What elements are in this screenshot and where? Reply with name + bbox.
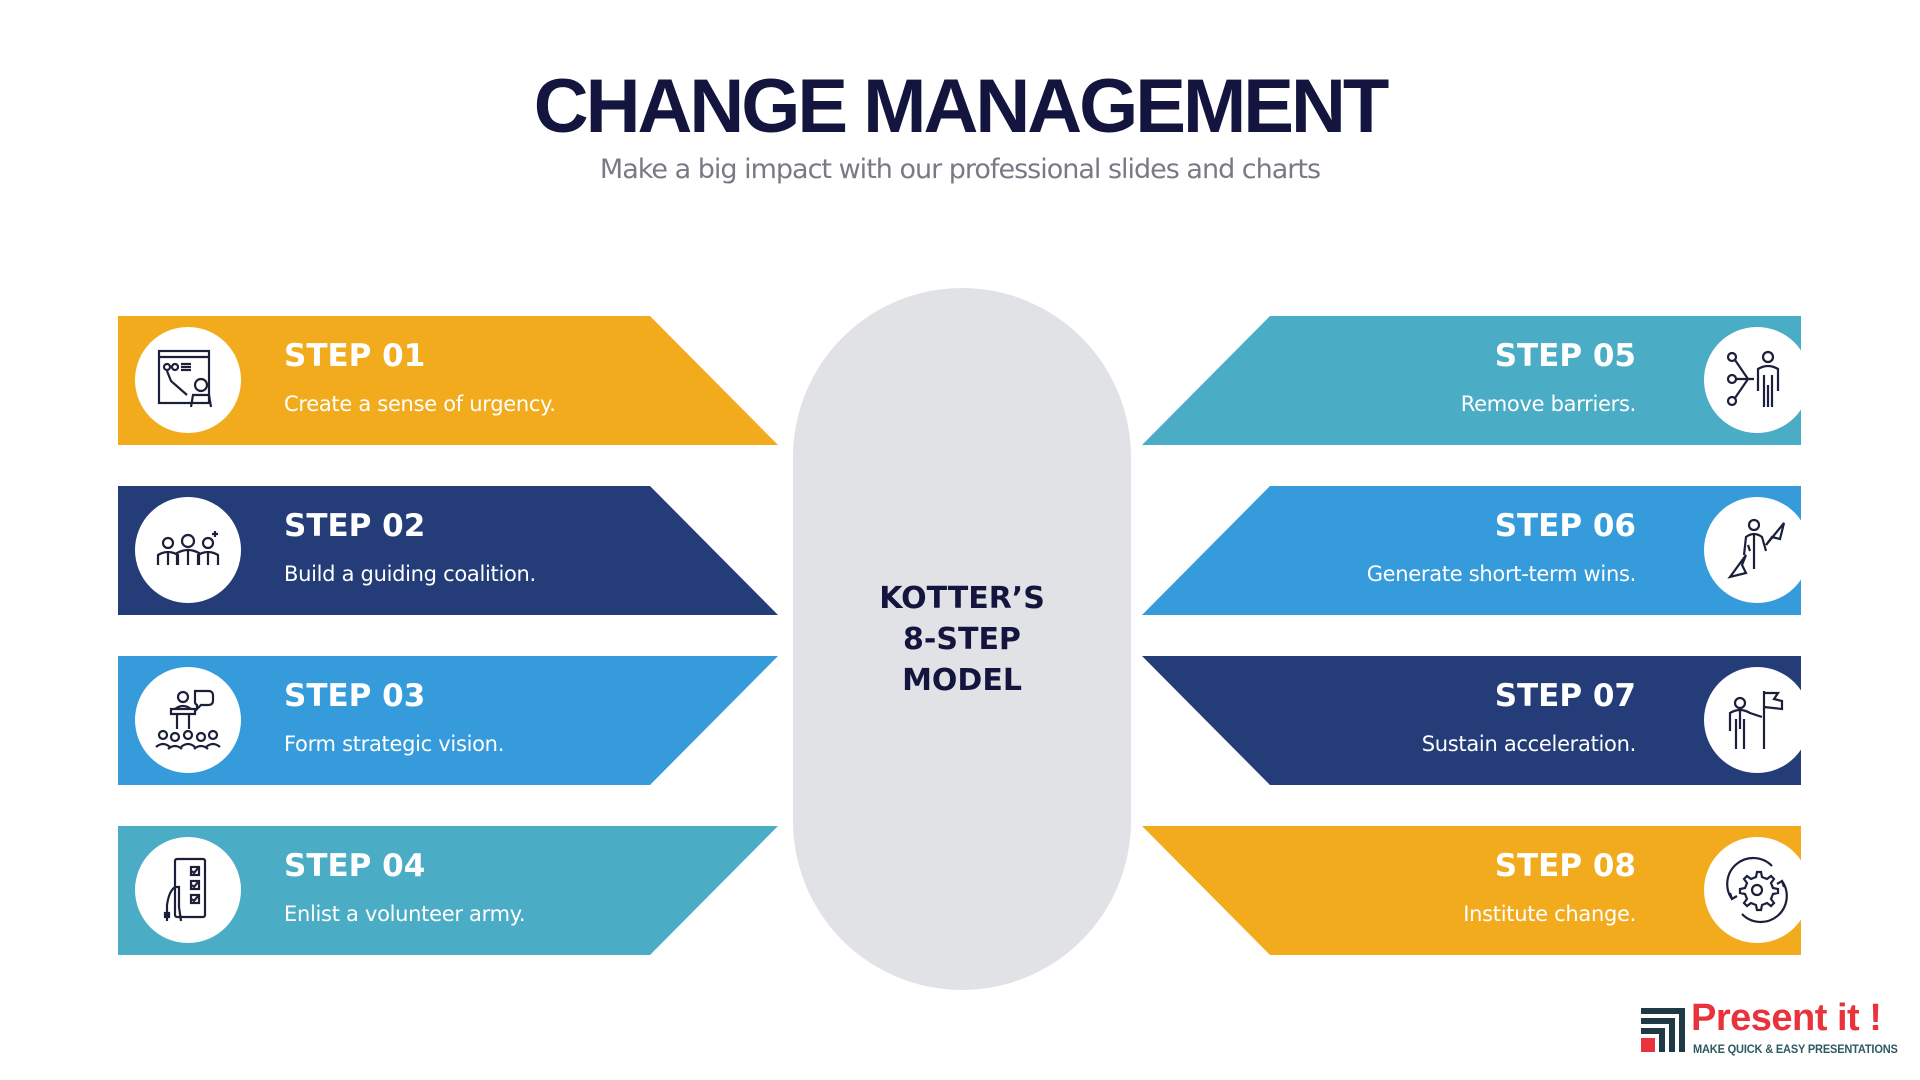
step-title: STEP 02 — [284, 508, 426, 544]
center-label-line3: MODEL — [902, 663, 1022, 698]
step-06-banner: STEP 06 Generate short-term wins. — [1142, 486, 1810, 615]
step-title: STEP 03 — [284, 678, 426, 714]
icon-circle — [1704, 837, 1810, 943]
step-banner-shape — [1142, 656, 1801, 785]
step-description: Create a sense of urgency. — [284, 392, 556, 416]
step-description: Form strategic vision. — [284, 732, 505, 756]
page-title: CHANGE MANAGEMENT — [533, 64, 1390, 149]
person-network-icon — [1726, 350, 1780, 407]
step-07-banner: STEP 07 Sustain acceleration. — [1142, 656, 1810, 785]
icon-circle — [1704, 667, 1810, 773]
icon-circle — [135, 327, 241, 433]
step-title: STEP 08 — [1494, 848, 1636, 884]
step-description: Sustain acceleration. — [1421, 732, 1637, 756]
step-banner-shape — [118, 656, 778, 785]
speaker-audience-icon — [155, 689, 221, 750]
logo-mark-icon — [1641, 1008, 1685, 1052]
center-pill — [793, 288, 1131, 990]
page-subtitle: Make a big impact with our professional … — [599, 154, 1321, 185]
step-description: Remove barriers. — [1460, 392, 1637, 416]
person-flag-icon — [1728, 691, 1784, 749]
icon-circle — [135, 837, 241, 943]
step-title: STEP 07 — [1494, 678, 1636, 714]
step-description: Institute change. — [1463, 902, 1636, 926]
gear-cycle-icon — [1726, 856, 1788, 924]
step-banner-shape — [118, 826, 778, 955]
icon-circle — [135, 497, 241, 603]
step-02-banner: STEP 02 Build a guiding coalition. — [118, 486, 778, 615]
brand-logo: Present it ! MAKE QUICK & EASY PRESENTAT… — [1641, 997, 1911, 1062]
icon-circle — [135, 667, 241, 773]
center-label: KOTTER’S 8-STEP MODEL — [793, 578, 1131, 701]
step-banner-shape — [1142, 826, 1801, 955]
logo-name: Present it ! — [1691, 997, 1882, 1039]
step-title: STEP 01 — [284, 338, 426, 374]
step-title: STEP 06 — [1494, 508, 1636, 544]
icon-circle — [1704, 497, 1810, 603]
team-coalition-icon — [156, 531, 220, 565]
step-04-banner: STEP 04 Enlist a volunteer army. — [118, 826, 778, 955]
step-title: STEP 04 — [284, 848, 426, 884]
step-08-banner: STEP 08 Institute change. — [1142, 826, 1810, 955]
icon-circle — [1704, 327, 1810, 433]
step-banner-shape — [1142, 316, 1801, 445]
step-description: Build a guiding coalition. — [284, 562, 536, 586]
logo-tagline: MAKE QUICK & EASY PRESENTATIONS — [1693, 1042, 1898, 1056]
step-title: STEP 05 — [1494, 338, 1636, 374]
presentation-board-icon — [157, 349, 213, 408]
person-arrows-icon — [1727, 518, 1786, 579]
center-label-line2: 8-STEP — [903, 622, 1021, 657]
step-01-banner: STEP 01 Create a sense of urgency. — [118, 316, 778, 445]
center-label-line1: KOTTER’S — [879, 581, 1045, 616]
step-banner-shape — [1142, 486, 1801, 615]
step-03-banner: STEP 03 Form strategic vision. — [118, 656, 778, 785]
step-banner-shape — [118, 316, 778, 445]
step-05-banner: STEP 05 Remove barriers. — [1142, 316, 1810, 445]
step-description: Generate short-term wins. — [1366, 562, 1637, 586]
step-description: Enlist a volunteer army. — [284, 902, 526, 926]
step-banner-shape — [118, 486, 778, 615]
checklist-hand-icon — [163, 857, 207, 922]
